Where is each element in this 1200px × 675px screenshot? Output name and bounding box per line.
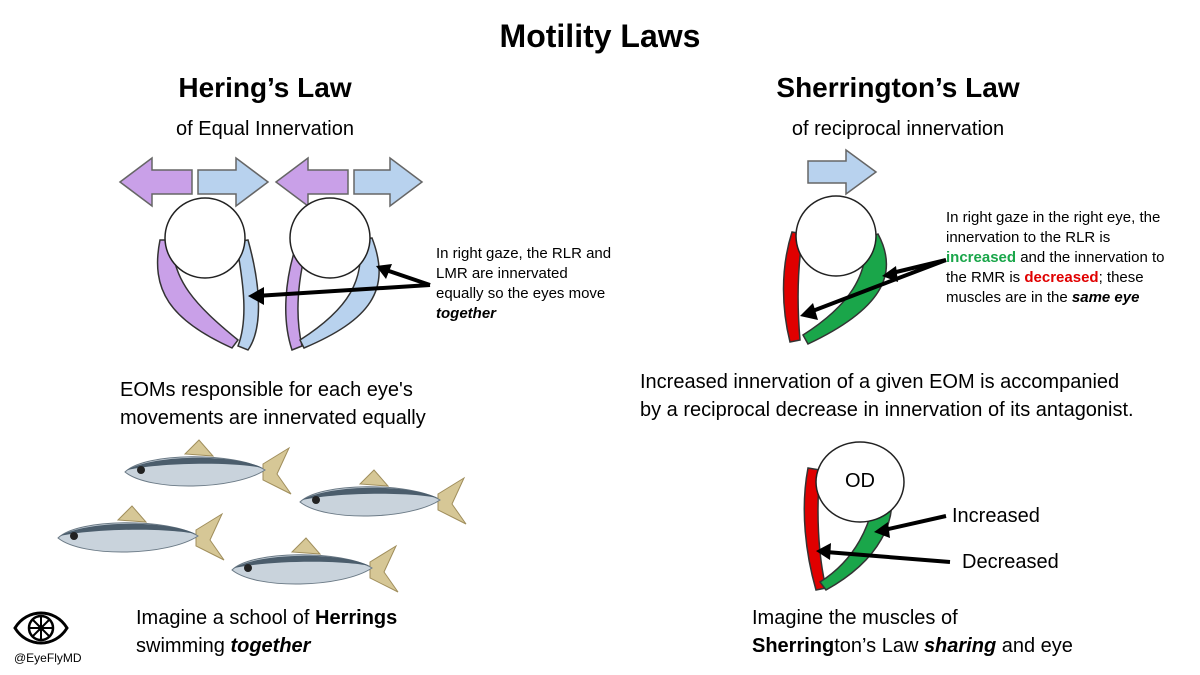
hering-note-text: In right gaze, the RLR and LMR are inner… [436,245,612,302]
sharing-emphasis: sharing [923,635,997,657]
sherrington-statement-line-2: by a reciprocal decrease in innervation … [640,399,1134,421]
od-red-muscle [803,467,827,591]
sherring-emphasis: Sherring [752,635,835,657]
sherrington-mnemonic-line-1: Imagine the muscles of [752,607,958,629]
same-eye-emphasis: same eye [1071,289,1140,306]
together-emphasis: together [230,635,311,657]
fish-1 [124,439,292,495]
eye-1-blue-muscle [235,239,260,351]
fish-3 [57,505,225,561]
hering-statement-line-1: EOMs responsible for each eye's [120,379,413,401]
sherrington-mnemonic: Imagine the muscles of Sherrington’s Law… [752,604,1112,660]
increased-word: increased [946,249,1017,266]
sherrington-pointer-1-head [800,303,818,320]
eye-1-purple-muscle [156,239,240,349]
hering-pointer-1 [255,283,431,298]
sherrington-eye-globe [795,195,877,277]
sherrington-red-muscle [782,231,804,343]
od-pointer-increased-head [874,522,890,538]
od-eye-globe [815,441,905,523]
sherrington-pointer-2 [891,258,947,275]
decreased-word: decreased [1024,269,1099,286]
herrings-emphasis: Herrings [315,607,398,629]
hering-pointer-2-head [376,264,392,279]
eye-1-globe [164,197,246,279]
author-handle: @EyeFlyMD [14,651,82,665]
sherrington-statement-line-1: Increased innervation of a given EOM is … [640,371,1120,393]
sherringtons-law-subheading: of reciprocal innervation [791,118,1005,140]
eye-logo-icon [13,611,69,645]
right-arrow-1 [197,156,270,208]
sherrington-right-arrow [807,148,878,196]
sherrington-pointer-1 [809,258,947,314]
eye-2-globe [289,197,371,279]
hering-pointer-2 [385,268,431,287]
hering-statement: EOMs responsible for each eye's movement… [120,376,480,432]
hering-pointer-1-head [248,287,264,305]
hering-note-emphasis: together [436,305,496,322]
decreased-label: Decreased [962,551,1059,573]
fish-4 [231,537,399,593]
od-pointer-decreased-head [816,543,831,560]
right-arrow-2 [353,156,424,208]
sherrington-note: In right gaze in the right eye, the inne… [946,209,1165,306]
hering-mnemonic: Imagine a school of Herrings swimming to… [136,604,456,660]
hering-statement-line-2: movements are innervated equally [120,407,426,429]
left-arrow-1 [118,156,193,208]
sherrington-statement: Increased innervation of a given EOM is … [640,368,1180,424]
od-pointer-decreased [825,550,951,564]
increased-label: Increased [952,505,1040,527]
hering-note: In right gaze, the RLR and LMR are inner… [436,244,614,324]
sherrington-mnemonic-line-2: Sherrington’s Law sharing and eye [752,635,1073,657]
od-pointer-increased [883,514,947,532]
page-title: Motility Laws [499,18,701,54]
od-label: OD [845,470,875,492]
eye-2-blue-muscle [299,237,380,349]
herings-law-subheading: of Equal Innervation [176,118,354,140]
fish-2 [299,469,467,525]
herings-law-heading: Hering’s Law [178,72,352,103]
sherrington-pointer-2-head [882,266,898,282]
hering-mnemonic-line-1: Imagine a school of Herrings [136,607,398,629]
hering-mnemonic-line-2: swimming together [136,635,311,657]
sherringtons-law-heading: Sherrington’s Law [776,72,1020,103]
